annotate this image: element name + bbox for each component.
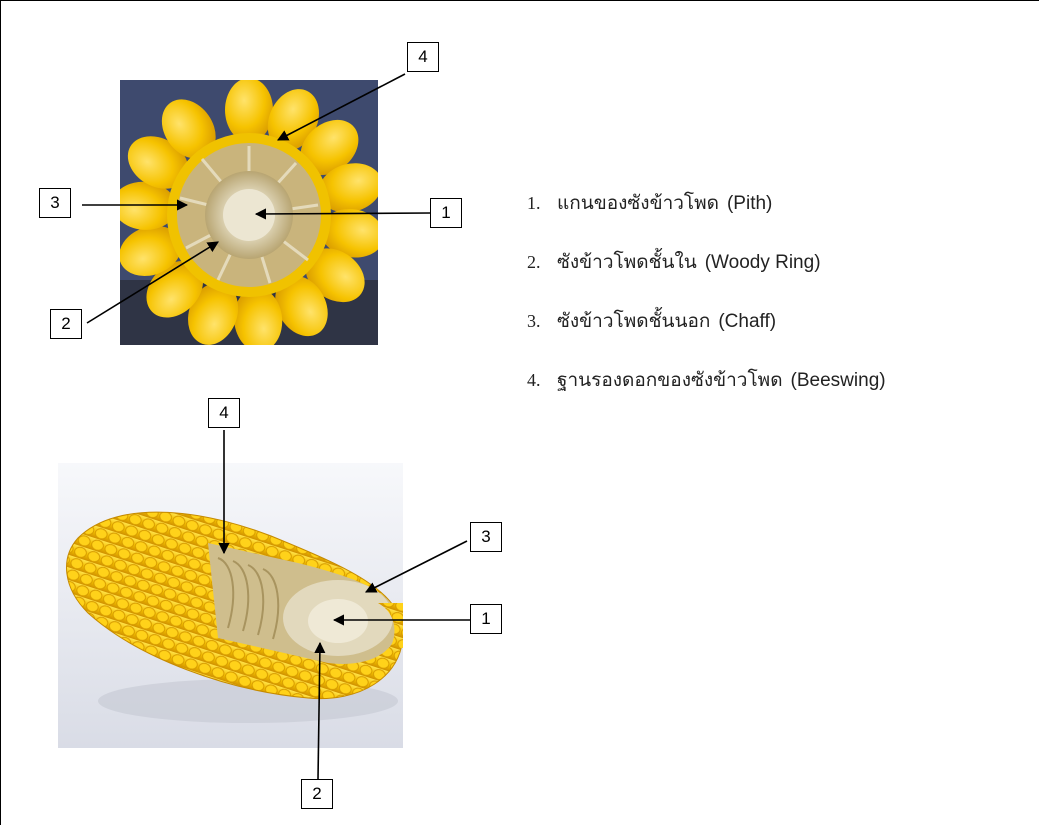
- legend-item-pith: 1. แกนของซังข้าวโพด (Pith): [527, 188, 1032, 247]
- legend-english-label: (Pith): [727, 193, 772, 215]
- callout-top-4: 4: [407, 42, 439, 72]
- callout-top-1: 1: [430, 198, 462, 228]
- legend-item-beeswing: 4. ฐานรองดอกของซังข้าวโพด (Beeswing): [527, 365, 1032, 424]
- legend-english-label: (Beeswing): [791, 370, 886, 392]
- callout-bottom-1: 1: [470, 604, 502, 634]
- corn-cob-photo: [58, 463, 403, 748]
- legend-number: 3.: [527, 311, 557, 332]
- legend-thai-label: แกนของซังข้าวโพด: [557, 188, 719, 218]
- legend: 1. แกนของซังข้าวโพด (Pith) 2. ซังข้าวโพด…: [527, 188, 1032, 424]
- legend-number: 1.: [527, 193, 557, 214]
- callout-top-3: 3: [39, 188, 71, 218]
- legend-thai-label: ฐานรองดอกของซังข้าวโพด: [557, 365, 783, 395]
- legend-english-label: (Woody Ring): [705, 252, 821, 274]
- callout-bottom-3: 3: [470, 522, 502, 552]
- legend-thai-label: ซังข้าวโพดชั้นนอก: [557, 306, 710, 336]
- legend-number: 2.: [527, 252, 557, 273]
- legend-english-label: (Chaff): [718, 311, 776, 333]
- legend-item-woody-ring: 2. ซังข้าวโพดชั้นใน (Woody Ring): [527, 247, 1032, 306]
- legend-item-chaff: 3. ซังข้าวโพดชั้นนอก (Chaff): [527, 306, 1032, 365]
- callout-bottom-4: 4: [208, 398, 240, 428]
- corn-cross-section-photo: [120, 80, 378, 345]
- callout-top-2: 2: [50, 309, 82, 339]
- legend-number: 4.: [527, 370, 557, 391]
- legend-thai-label: ซังข้าวโพดชั้นใน: [557, 247, 697, 277]
- callout-bottom-2: 2: [301, 779, 333, 809]
